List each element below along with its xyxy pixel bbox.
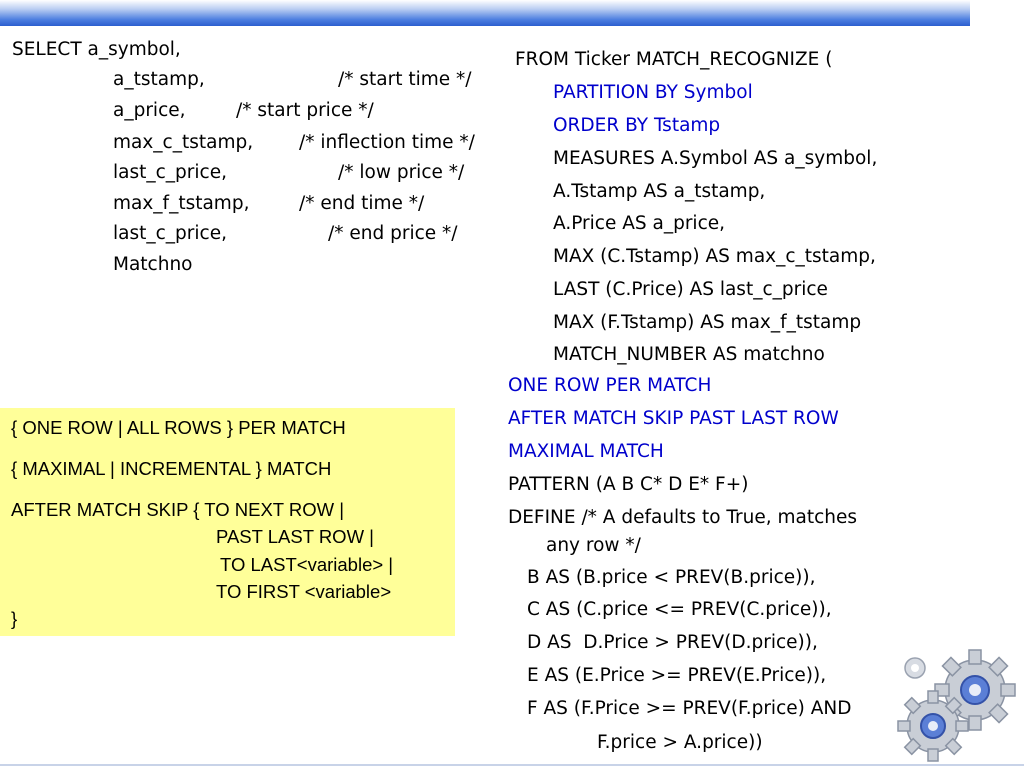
define-line: D AS D.Price > PREV(D.price)), [527, 632, 818, 653]
measures-line: MEASURES A.Symbol AS a_symbol, [553, 148, 878, 169]
define-line: F AS (F.Price >= PREV(F.price) AND [527, 698, 852, 719]
select-comment: /* start price */ [236, 100, 374, 121]
syntax-line: { ONE ROW | ALL ROWS } PER MATCH [11, 417, 346, 438]
select-column: Matchno [113, 254, 193, 275]
measures-line: MAX (F.Tstamp) AS max_f_tstamp [553, 312, 862, 333]
select-comment: /* end price */ [328, 223, 458, 244]
define-line: E AS (E.Price >= PREV(E.Price)), [527, 665, 827, 686]
select-column: max_c_tstamp, [113, 132, 254, 153]
one-row-per-match-line: ONE ROW PER MATCH [508, 375, 712, 396]
select-column: a_tstamp, [113, 69, 205, 90]
order-by-line: ORDER BY Tstamp [553, 115, 721, 136]
from-line: FROM Ticker MATCH_RECOGNIZE ( [515, 49, 833, 70]
define-line: any row */ [546, 535, 641, 556]
select-column: last_c_price, [113, 162, 227, 183]
select-line: SELECT a_symbol, [12, 39, 181, 60]
after-match-skip-line: AFTER MATCH SKIP PAST LAST ROW [508, 408, 839, 429]
define-line: B AS (B.price < PREV(B.price)), [527, 567, 816, 588]
select-comment: /* start time */ [338, 69, 472, 90]
select-comment: /* low price */ [338, 162, 465, 183]
syntax-line: TO LAST<variable> | [220, 554, 394, 575]
select-column: max_f_tstamp, [113, 193, 250, 214]
maximal-match-line: MAXIMAL MATCH [508, 441, 664, 462]
syntax-box: { ONE ROW | ALL ROWS } PER MATCH { MAXIM… [0, 408, 455, 636]
footer-line [0, 764, 1024, 766]
define-line: DEFINE /* A defaults to True, matches [508, 507, 857, 528]
pattern-line: PATTERN (A B C* D E* F+) [508, 474, 749, 495]
define-line: C AS (C.price <= PREV(C.price)), [527, 599, 832, 620]
syntax-line: } [11, 608, 18, 629]
measures-line: A.Tstamp AS a_tstamp, [553, 181, 766, 202]
partition-by-line: PARTITION BY Symbol [553, 82, 753, 103]
select-comment: /* inflection time */ [299, 132, 475, 153]
match-recognize-clause: FROM Ticker MATCH_RECOGNIZE ( PARTITION … [0, 0, 877, 753]
define-line: F.price > A.price)) [597, 732, 763, 753]
measures-line: MAX (C.Tstamp) AS max_c_tstamp, [553, 246, 876, 267]
syntax-line: AFTER MATCH SKIP { TO NEXT ROW | [11, 499, 345, 520]
gears-icon [897, 649, 1016, 762]
measures-line: MATCH_NUMBER AS matchno [553, 344, 825, 365]
syntax-line: PAST LAST ROW | [216, 526, 374, 547]
select-column: last_c_price, [113, 223, 227, 244]
measures-line: A.Price AS a_price, [553, 213, 726, 234]
syntax-line: TO FIRST <variable> [216, 581, 392, 602]
syntax-line: { MAXIMAL | INCREMENTAL } MATCH [11, 458, 332, 479]
select-comment: /* end time */ [299, 193, 425, 214]
select-clause: SELECT a_symbol, a_tstamp, /* start time… [0, 0, 475, 315]
select-column: a_price, [113, 100, 186, 121]
measures-line: LAST (C.Price) AS last_c_price [553, 279, 828, 300]
header-bar [0, 0, 970, 26]
